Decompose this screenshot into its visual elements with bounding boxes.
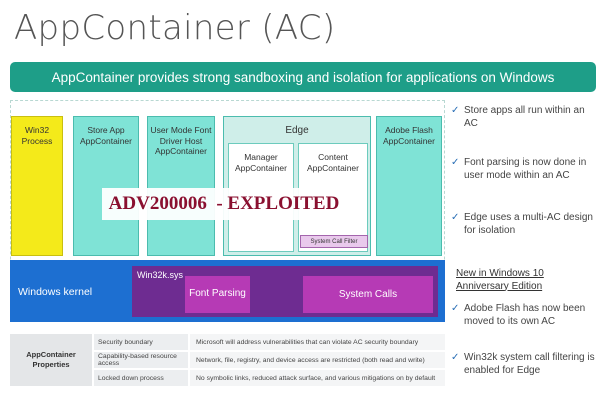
bullet-item: ✓ Win32k system call filtering is enable… <box>451 352 596 377</box>
banner: AppContainer provides strong sandboxing … <box>10 62 596 92</box>
bullet-text: Store apps all run within an AC <box>464 105 585 129</box>
table-row: Security boundary Microsoft will address… <box>94 334 445 350</box>
property-name: Security boundary <box>94 334 188 350</box>
store-app-appcontainer-box: Store App AppContainer <box>73 116 139 256</box>
banner-text: AppContainer provides strong sandboxing … <box>51 69 555 85</box>
bullet-text: Font parsing is now done in user mode wi… <box>464 157 587 181</box>
table-row: Capability-based resource access Network… <box>94 352 445 368</box>
font-parsing-label: Font Parsing <box>189 288 246 300</box>
font-parsing-box: Font Parsing <box>185 276 250 313</box>
checkmark-icon: ✓ <box>451 303 460 314</box>
table-row: Locked down process No symbolic links, r… <box>94 370 445 386</box>
checkmark-icon: ✓ <box>451 157 460 168</box>
checkmark-icon: ✓ <box>451 105 460 116</box>
bullet-item: ✓ Font parsing is now done in user mode … <box>451 157 596 182</box>
property-description: Network, file, registry, and device acce… <box>190 352 445 368</box>
adobe-flash-label: Adobe Flash AppContainer <box>383 125 435 146</box>
system-call-filter-box: System Call Filter <box>300 235 368 248</box>
bullet-text: Adobe Flash has now been moved to its ow… <box>464 303 586 327</box>
property-description: No symbolic links, reduced attack surfac… <box>190 370 445 386</box>
exploited-overlay-background <box>102 188 346 220</box>
system-calls-box: System Calls <box>303 276 433 313</box>
bullet-item: ✓ Edge uses a multi-AC design for isolat… <box>451 212 596 237</box>
font-driver-label: User Mode Font Driver Host AppContainer <box>150 125 212 157</box>
edge-label: Edge <box>285 125 309 136</box>
property-name: Capability-based resource access <box>94 352 188 368</box>
appcontainer-properties-text: AppContainer Properties <box>26 350 76 369</box>
store-app-label: Store App AppContainer <box>80 125 132 146</box>
manager-label: Manager AppContainer <box>235 152 287 173</box>
property-description: Microsoft will address vulnerabilities t… <box>190 334 445 350</box>
win32-process-label: Win32 Process <box>21 125 53 146</box>
bullet-text: Edge uses a multi-AC design for isolatio… <box>464 212 593 236</box>
content-label: Content AppContainer <box>307 152 359 173</box>
property-name: Locked down process <box>94 370 188 386</box>
exploited-overlay-text: ADV200006 - EXPLOITED <box>108 193 340 214</box>
windows-kernel-label: Windows kernel <box>18 286 93 298</box>
bullet-item: ✓ Adobe Flash has now been moved to its … <box>451 303 596 328</box>
checkmark-icon: ✓ <box>451 212 460 223</box>
bullet-item: ✓ Store apps all run within an AC <box>451 105 596 130</box>
adobe-flash-appcontainer-box: Adobe Flash AppContainer <box>376 116 442 256</box>
font-driver-appcontainer-box: User Mode Font Driver Host AppContainer <box>147 116 215 256</box>
system-calls-label: System Calls <box>338 289 398 300</box>
bullet-text: Win32k system call filtering is enabled … <box>464 352 595 376</box>
new-in-windows-heading: New in Windows 10 Anniversary Edition <box>456 268 544 292</box>
win32k-sys-label: Win32k.sys <box>137 270 184 280</box>
system-call-filter-label: System Call Filter <box>310 238 358 245</box>
slide-title: AppContainer (AC) <box>14 8 336 48</box>
checkmark-icon: ✓ <box>451 352 460 363</box>
appcontainer-properties-label: AppContainer Properties <box>10 334 92 386</box>
win32-process-box: Win32 Process <box>11 116 63 256</box>
